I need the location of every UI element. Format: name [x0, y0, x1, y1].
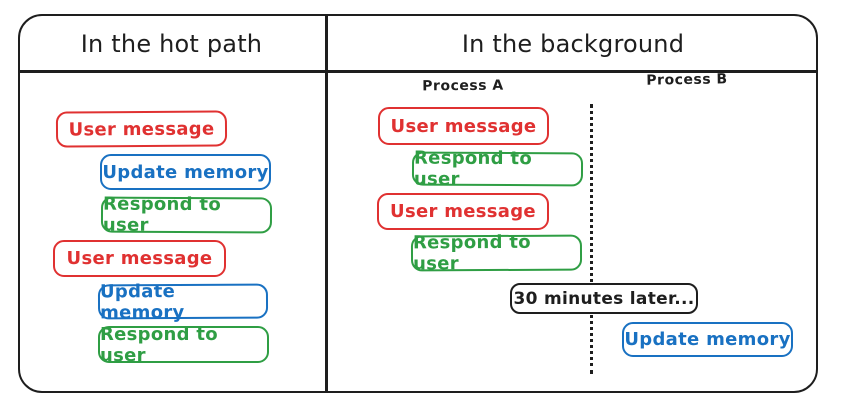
- hot-path-box-respond-to-user-1: Respond to user: [100, 194, 273, 236]
- hot-path-box-update-memory-1: Update memory: [100, 154, 271, 190]
- interlude-box-30-minutes-later: 30 minutes later...: [510, 283, 698, 314]
- process-divider-dotted-line: [590, 104, 593, 374]
- process-b-box-update-memory: Update memory: [622, 322, 793, 357]
- hot-path-box-user-message-2: User message: [53, 240, 226, 277]
- process-b-label: Process B: [646, 71, 728, 89]
- header-separator-line: [20, 70, 816, 73]
- process-a-label: Process A: [422, 77, 504, 95]
- hot-path-box-respond-to-user-2: Respond to user: [98, 324, 269, 366]
- process-a-box-respond-to-user-1: Respond to user: [411, 148, 584, 190]
- hot-path-title: In the hot path: [80, 30, 263, 58]
- hot-path-box-user-message-1: User message: [55, 110, 228, 148]
- process-a-box-user-message-1: User message: [378, 107, 549, 145]
- process-a-box-user-message-2: User message: [377, 193, 549, 230]
- hot-path-box-update-memory-2: Update memory: [97, 281, 269, 323]
- process-a-box-respond-to-user-2: Respond to user: [410, 232, 583, 274]
- background-title: In the background: [461, 30, 685, 58]
- panel-divider-line: [325, 16, 328, 391]
